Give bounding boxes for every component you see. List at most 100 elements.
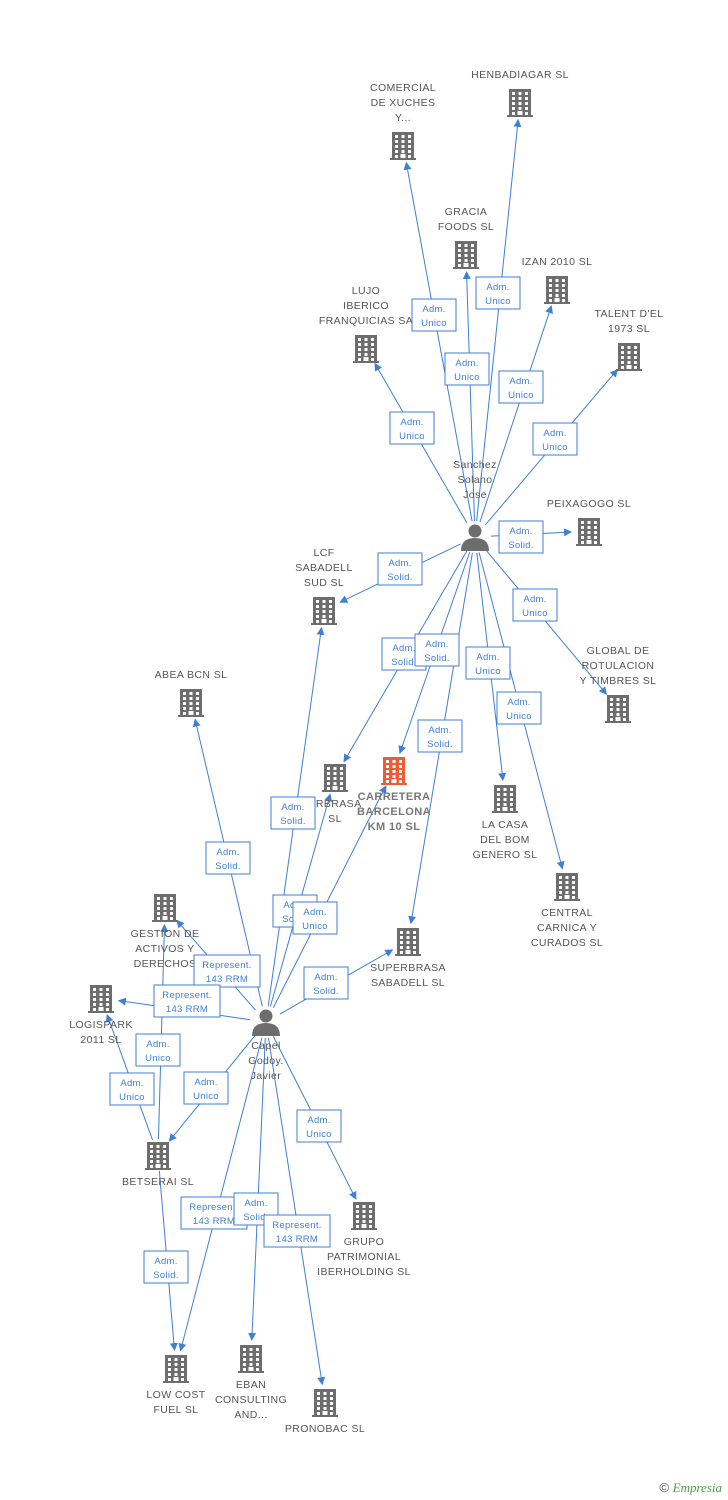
building-icon: [507, 89, 533, 117]
edge-label: Adm.Unico: [292, 901, 338, 935]
node-pronobac[interactable]: PRONOBAC SL: [285, 1389, 365, 1435]
edge-label-box: [444, 352, 490, 386]
edge-label-text: Solid.: [427, 739, 453, 750]
edge-label: Adm.Unico: [512, 588, 558, 622]
node-label: PEIXAGOGO SL: [547, 498, 631, 510]
edge-label: Adm.Unico: [135, 1033, 181, 1067]
edge-label-box: [498, 520, 544, 554]
edge-sanchez-gracia: [462, 270, 475, 522]
building-icon: [605, 695, 631, 723]
edge-label-text: Represent.: [162, 990, 211, 1001]
node-peixagogo[interactable]: PEIXAGOGO SL: [547, 498, 631, 546]
building-icon: [576, 518, 602, 546]
node-label: AND...: [234, 1409, 267, 1421]
edge-label-text: Adm.: [543, 428, 566, 439]
node-label: Javier: [251, 1070, 282, 1082]
building-icon: [616, 343, 642, 371]
node-betserai[interactable]: BETSERAI SL: [122, 1142, 194, 1188]
edge-label-box: [193, 954, 261, 988]
edge-label-text: Adm.: [314, 972, 337, 983]
edge-label-text: Adm.: [194, 1077, 217, 1088]
node-label: LA CASA: [482, 819, 529, 831]
edge-label-text: Solid.: [243, 1212, 269, 1223]
node-label: LCF: [313, 547, 334, 559]
edge-label-text: Adm.: [120, 1078, 143, 1089]
edge-label-text: Solid.: [387, 572, 413, 583]
edge-betserai-gestion: [157, 923, 169, 1140]
node-label: CURADOS SL: [531, 937, 603, 949]
edge-sanchez-izan: [479, 305, 553, 522]
edge-label-box: [183, 1071, 229, 1105]
node-abea[interactable]: ABEA BCN SL: [155, 669, 228, 717]
edge-label-box: [417, 719, 463, 753]
edge-label-text: Adm.: [486, 282, 509, 293]
node-central[interactable]: CENTRAL CARNICA Y CURADOS SL: [531, 873, 603, 949]
edge-label-box: [205, 841, 251, 875]
edge-label-box: [414, 633, 460, 667]
building-icon: [238, 1345, 264, 1373]
edge-label: Adm.Solid.: [498, 520, 544, 554]
node-eban[interactable]: EBANCONSULTINGAND...: [215, 1345, 287, 1421]
edge-label-text: Adm.: [400, 417, 423, 428]
brand-logo-text: Empresia: [672, 1480, 722, 1495]
edge-label-box: [532, 422, 578, 456]
building-icon: [353, 335, 379, 363]
edge-label-box: [389, 411, 435, 445]
edge-label-text: Solid.: [424, 653, 450, 664]
node-label: 2011 SL: [80, 1034, 121, 1046]
node-label: CARNICA Y: [537, 922, 597, 934]
node-izan[interactable]: IZAN 2010 SL: [522, 256, 593, 304]
edge-label-text: Adm.: [392, 643, 415, 654]
edge-label-text: Solid.: [153, 1270, 179, 1281]
building-icon: [88, 985, 114, 1013]
node-label: ACTIVOS Y: [135, 943, 194, 955]
building-icon: [492, 785, 518, 813]
node-label: BARCELONA: [357, 806, 431, 818]
node-label: SABADELL: [295, 562, 352, 574]
node-label: DE XUCHES: [371, 97, 436, 109]
edge-label: Represent.143 RRM: [263, 1214, 331, 1248]
edge-label: Adm. Solid.: [414, 633, 460, 667]
edge-label-text: Adm.: [523, 594, 546, 605]
node-label: GRUPO: [344, 1236, 385, 1248]
edge-label-text: Adm.: [425, 639, 448, 650]
node-label: Capel: [251, 1040, 280, 1052]
node-label: FUEL SL: [153, 1404, 198, 1416]
node-label: CENTRAL: [541, 907, 593, 919]
edge-label: Adm.Unico: [532, 422, 578, 456]
building-icon: [178, 689, 204, 717]
edge-label-box: [270, 796, 316, 830]
node-henbadiagar[interactable]: HENBADIAGAR SL: [471, 69, 569, 117]
edge-label-box: [263, 1214, 331, 1248]
node-label: SUD SL: [304, 577, 344, 589]
edge-label-text: Adm.: [507, 697, 530, 708]
node-label: EBAN: [236, 1379, 266, 1391]
node-label: GLOBAL DE: [587, 645, 650, 657]
node-label: LOW COST: [146, 1389, 205, 1401]
edge-label-text: Unico: [506, 711, 532, 722]
node-lcf[interactable]: LCF SABADELL SUD SL: [295, 547, 352, 625]
node-label: Godoy.: [248, 1055, 283, 1067]
edge-label-text: Adm.: [244, 1198, 267, 1209]
edge-label-text: Solid.: [215, 861, 241, 872]
node-lowcost[interactable]: LOW COST FUEL SL: [146, 1355, 205, 1416]
edge-capel-lowcost: [178, 1037, 263, 1352]
edge-label-text: Unico: [454, 372, 480, 383]
edge-label: Adm.Unico: [444, 352, 490, 386]
edge-label-box: [498, 370, 544, 404]
